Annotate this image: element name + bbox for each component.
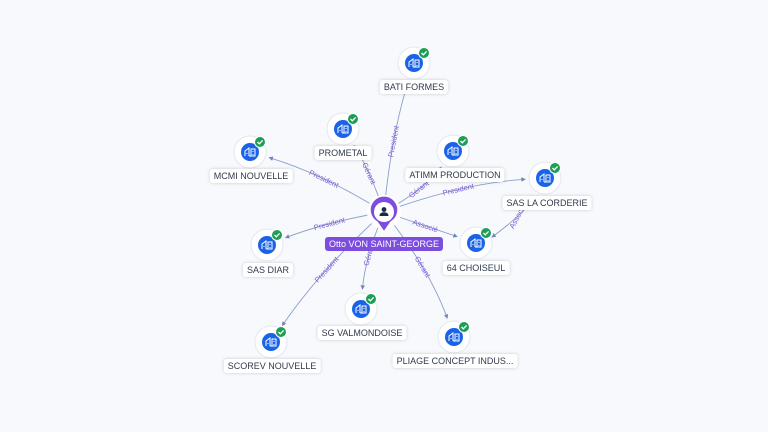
company-label[interactable]: SG VALMONDOISE	[317, 326, 407, 340]
company-node[interactable]	[326, 112, 360, 146]
nodes-layer	[233, 46, 562, 359]
building-icon	[408, 58, 420, 68]
edge-8	[281, 211, 385, 327]
verified-check-icon	[480, 227, 492, 239]
edge-label-6: Associé	[411, 217, 439, 234]
center-node-inner	[374, 202, 394, 222]
company-node[interactable]	[233, 135, 267, 169]
building-icon	[265, 337, 277, 347]
company-label[interactable]: BATI FORMES	[379, 80, 449, 94]
company-label[interactable]: 64 CHOISEUL	[442, 261, 510, 275]
building-icon	[448, 332, 460, 342]
edge-label-5-text: President	[313, 215, 347, 232]
edge-label-6-text: Associé	[411, 217, 439, 234]
building-icon	[470, 238, 482, 248]
building-icon	[447, 146, 459, 156]
company-node[interactable]	[528, 161, 562, 195]
verified-check-icon	[347, 113, 359, 125]
building-icon	[539, 173, 551, 183]
edge-label-4: President	[442, 181, 476, 197]
verified-check-icon	[254, 136, 266, 148]
company-node[interactable]	[344, 292, 378, 326]
verified-check-icon	[275, 326, 287, 338]
verified-check-icon	[271, 229, 283, 241]
building-icon	[261, 240, 273, 250]
company-label[interactable]: PROMETAL	[314, 146, 372, 160]
verified-check-icon	[549, 162, 561, 174]
person-icon	[379, 207, 389, 216]
company-label[interactable]: SAS DIAR	[242, 263, 294, 277]
center-person-node[interactable]	[367, 195, 401, 234]
building-icon	[244, 147, 256, 157]
company-node[interactable]	[397, 46, 431, 80]
company-node[interactable]	[254, 325, 288, 359]
verified-check-icon	[457, 135, 469, 147]
company-node[interactable]	[436, 134, 470, 168]
company-label[interactable]: ATIMM PRODUCTION	[405, 168, 505, 182]
verified-check-icon	[365, 293, 377, 305]
edge-4	[383, 177, 526, 213]
building-icon	[337, 124, 349, 134]
company-label[interactable]: PLIAGE CONCEPT INDUS...	[392, 354, 518, 368]
edge-label-5: President	[313, 215, 347, 232]
edge-label-4-text: President	[442, 181, 476, 197]
company-label[interactable]: SCOREV NOUVELLE	[223, 359, 321, 373]
verified-check-icon	[418, 47, 430, 59]
company-label[interactable]: MCMI NOUVELLE	[209, 169, 293, 183]
company-label[interactable]: SAS LA CORDERIE	[502, 196, 592, 210]
company-node[interactable]	[459, 226, 493, 260]
building-icon	[355, 304, 367, 314]
company-node[interactable]	[437, 320, 471, 354]
center-person-label[interactable]: Otto VON SAINT-GEORGE	[324, 237, 444, 251]
company-node[interactable]	[250, 228, 284, 262]
verified-check-icon	[458, 321, 470, 333]
